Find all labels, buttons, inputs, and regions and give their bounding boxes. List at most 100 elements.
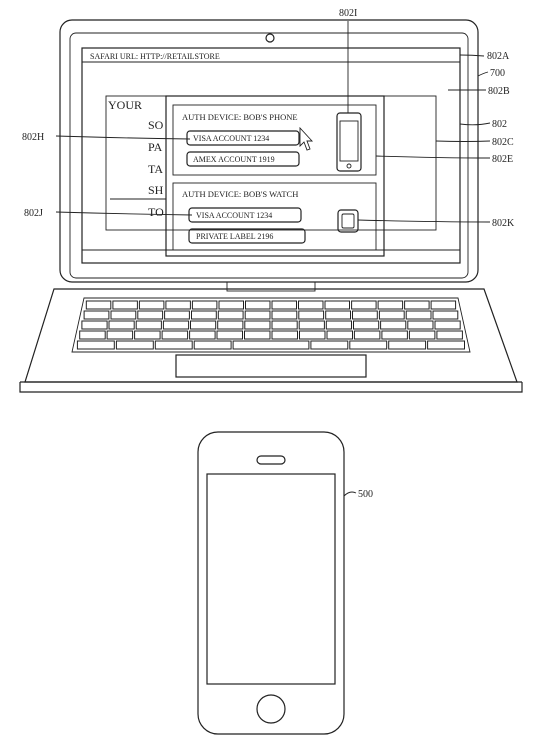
watch-visa-label: VISA ACCOUNT 1234 <box>196 211 272 220</box>
keyboard-key <box>76 340 115 350</box>
ref-802H: 802H <box>22 132 44 143</box>
ref-802J: 802J <box>24 208 43 219</box>
keyboard-key <box>405 310 432 320</box>
leader-802A <box>459 54 485 57</box>
keyboard-key <box>161 330 189 340</box>
keyboard-key <box>112 300 138 310</box>
keyboard-key <box>325 310 352 320</box>
keyboard-key <box>353 320 380 330</box>
keyboard-key <box>381 330 408 340</box>
keyboard-key <box>216 330 243 340</box>
phone-home-button <box>256 694 286 724</box>
reference-labels: 802A 700 802B 802 802C 802E 802K 802I 80… <box>22 8 515 500</box>
keyboard-key <box>353 330 381 340</box>
trackpad <box>175 354 367 378</box>
watch-icon <box>337 209 359 233</box>
keyboard-key <box>380 320 407 330</box>
keyboard-key <box>271 320 298 330</box>
page-text-5: SH <box>148 183 164 197</box>
keyboard-key <box>298 300 324 310</box>
leader-802 <box>459 122 491 126</box>
ref-802I: 802I <box>339 8 357 19</box>
keyboard-key <box>244 310 271 320</box>
cursor-icon <box>299 126 314 151</box>
ref-802B: 802B <box>488 86 510 97</box>
keyboard-key <box>298 310 325 320</box>
ref-500: 500 <box>358 489 373 500</box>
keyboard-key <box>434 320 461 330</box>
laptop-lid-inner <box>69 32 469 279</box>
phone-auth-title: AUTH DEVICE: BOB'S PHONE <box>182 112 298 122</box>
watch-auth-title: AUTH DEVICE: BOB'S WATCH <box>182 189 298 199</box>
keyboard-key <box>154 340 193 350</box>
keyboard-key <box>244 320 271 330</box>
laptop-base-front <box>19 382 523 393</box>
watch-icon-face <box>341 213 355 229</box>
keyboard-key <box>349 340 388 350</box>
phone-speaker <box>256 455 286 465</box>
keyboard-key <box>271 300 297 310</box>
phone-visa-button[interactable] <box>186 130 300 146</box>
keyboard-key <box>245 300 271 310</box>
phone-icon-button <box>346 163 352 169</box>
ref-802C: 802C <box>492 137 514 148</box>
phone-amex-label: AMEX ACCOUNT 1919 <box>193 155 275 164</box>
keyboard-key <box>115 340 154 350</box>
keyboard-key <box>326 330 353 340</box>
keyboard-key <box>408 330 436 340</box>
popup-frame <box>165 95 385 257</box>
ref-802K: 802K <box>492 218 515 229</box>
keyboard-key <box>81 320 108 330</box>
keyboard-key <box>134 330 161 340</box>
keyboard-key <box>436 330 463 340</box>
keyboard-key <box>325 320 352 330</box>
keyboard-area <box>71 297 471 353</box>
keyboard-key <box>299 330 326 340</box>
watch-private-label-button[interactable] <box>188 228 306 244</box>
url-bar-text: SAFARI URL: HTTP://RETAILSTORE <box>90 52 220 61</box>
keyboard-key <box>244 330 271 340</box>
keyboard-key <box>135 320 162 330</box>
keyboard-key <box>271 330 298 340</box>
keyboard-key <box>310 340 349 350</box>
page-text-6: TO <box>148 205 164 219</box>
keyboard-key <box>388 340 427 350</box>
laptop-display <box>81 47 461 264</box>
keyboard-key <box>108 320 135 330</box>
watch-auth-section <box>172 182 377 251</box>
ref-802: 802 <box>492 119 507 130</box>
keyboard-key <box>324 300 350 310</box>
keyboard-key <box>165 300 191 310</box>
keyboard-keys <box>76 300 466 350</box>
leader-802E <box>375 155 491 159</box>
keyboard-key <box>351 300 377 310</box>
leader-802H <box>55 135 191 140</box>
keyboard-key <box>162 320 190 330</box>
leader-500 <box>343 491 357 497</box>
keyboard-key <box>189 330 216 340</box>
payment-popup: AUTH DEVICE: BOB'S PHONE VISA ACCOUNT 12… <box>165 95 385 257</box>
keyboard-key <box>193 340 232 350</box>
leader-802J <box>55 211 193 216</box>
leader-lines <box>55 21 491 497</box>
page-text-1: YOUR <box>108 98 142 112</box>
keyboard-key <box>407 320 434 330</box>
keyboard-key <box>85 300 112 310</box>
ref-700: 700 <box>490 68 505 79</box>
laptop-base <box>19 281 523 393</box>
phone-screen <box>206 473 336 685</box>
page-text-4: TA <box>148 162 163 176</box>
keyboard-key <box>378 310 405 320</box>
page-text-3: PA <box>148 140 163 154</box>
keyboard-key <box>430 300 457 310</box>
keyboard-key <box>190 320 217 330</box>
keyboard-key <box>217 320 244 330</box>
phone-amex-button[interactable] <box>186 151 300 167</box>
phone-icon <box>336 112 362 172</box>
watch-private-label-label: PRIVATE LABEL 2196 <box>196 232 273 241</box>
leader-802C <box>435 140 491 142</box>
laptop-hinge <box>226 281 316 292</box>
keyboard-key <box>79 330 106 340</box>
keyboard-key <box>232 340 310 350</box>
